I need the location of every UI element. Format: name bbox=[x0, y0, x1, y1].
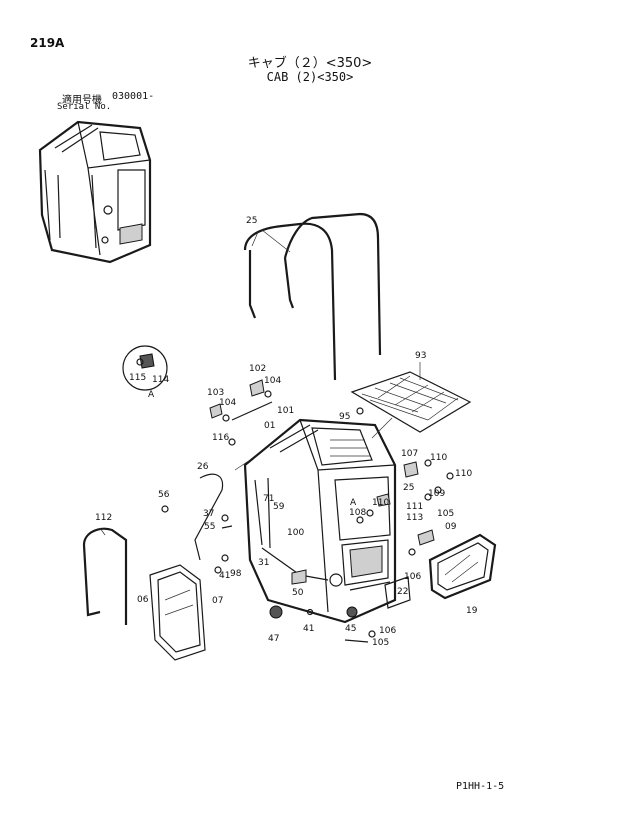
callout-a-cab: A bbox=[350, 498, 357, 508]
serial-label-english: Serial No. bbox=[57, 102, 112, 112]
door-seal-112 bbox=[82, 527, 128, 625]
callout-09: 09 bbox=[445, 522, 457, 532]
callout-101: 101 bbox=[277, 406, 294, 416]
callout-104-a: 104 bbox=[264, 376, 281, 386]
callout-41-b: 41 bbox=[303, 624, 314, 634]
page-number: 219A bbox=[30, 36, 65, 50]
callout-95: 95 bbox=[339, 412, 350, 422]
overview-cab-illustration bbox=[38, 120, 152, 264]
callout-108: 108 bbox=[349, 508, 366, 518]
callout-25-top: 25 bbox=[246, 216, 257, 226]
callout-105-b: 105 bbox=[372, 638, 389, 648]
callout-06: 06 bbox=[137, 595, 149, 605]
plate-22 bbox=[384, 576, 411, 609]
callout-labels: 25 93 102 104 103 104 101 95 01 116 115 … bbox=[95, 216, 478, 648]
callout-111: 111 bbox=[406, 502, 423, 512]
callout-37: 37 bbox=[203, 509, 214, 519]
weather-strip-25 bbox=[243, 212, 382, 381]
callout-103: 103 bbox=[207, 388, 224, 398]
callout-59: 59 bbox=[273, 502, 285, 512]
callout-07: 07 bbox=[212, 596, 223, 606]
hardware-parts bbox=[161, 379, 454, 643]
callout-110-b: 110 bbox=[455, 469, 472, 479]
callout-50: 50 bbox=[292, 588, 304, 598]
callout-100: 100 bbox=[287, 528, 304, 538]
callout-114: 114 bbox=[152, 375, 169, 385]
side-window-09-19 bbox=[428, 533, 497, 600]
callout-41-a: 41 bbox=[219, 571, 230, 581]
footer-code: P1HH-1-5 bbox=[456, 781, 505, 792]
callout-109: 109 bbox=[428, 489, 445, 499]
callout-106-a: 106 bbox=[404, 572, 421, 582]
callout-107: 107 bbox=[401, 449, 418, 459]
detail-a-inset bbox=[122, 345, 168, 391]
callout-115: 115 bbox=[129, 373, 146, 383]
callout-31: 31 bbox=[258, 558, 269, 568]
callout-102: 102 bbox=[249, 364, 266, 374]
title-english: CAB (2)<350> bbox=[266, 70, 354, 84]
callout-47: 47 bbox=[268, 634, 279, 644]
callout-93: 93 bbox=[415, 351, 426, 361]
serial-number-value: 030001- bbox=[112, 91, 155, 102]
glass-panel-06-07 bbox=[149, 564, 206, 661]
callout-26: 26 bbox=[197, 462, 209, 472]
callout-110-a: 110 bbox=[430, 453, 447, 463]
callout-106-b: 106 bbox=[379, 626, 396, 636]
callout-56: 56 bbox=[158, 490, 170, 500]
callout-98: 98 bbox=[230, 569, 242, 579]
callout-110-c: 110 bbox=[372, 498, 389, 508]
roof-sheet-93 bbox=[350, 362, 472, 433]
callout-113: 113 bbox=[406, 513, 423, 523]
callout-116: 116 bbox=[212, 433, 229, 443]
callout-55: 55 bbox=[204, 522, 215, 532]
title-japanese: キャブ（２）<350> bbox=[247, 56, 373, 71]
callout-19: 19 bbox=[466, 606, 478, 616]
callout-112: 112 bbox=[95, 513, 112, 523]
callout-a-detail: A bbox=[148, 390, 155, 400]
callout-104-b: 104 bbox=[219, 398, 236, 408]
callout-22: 22 bbox=[397, 587, 408, 597]
callout-01: 01 bbox=[264, 421, 275, 431]
callout-45: 45 bbox=[345, 624, 356, 634]
serial-label-japanese: 適用号機 bbox=[62, 95, 102, 106]
callout-105-a: 105 bbox=[437, 509, 454, 519]
callout-25-mid: 25 bbox=[403, 483, 414, 493]
cab-frame-01 bbox=[243, 418, 397, 624]
callout-71: 71 bbox=[263, 494, 274, 504]
